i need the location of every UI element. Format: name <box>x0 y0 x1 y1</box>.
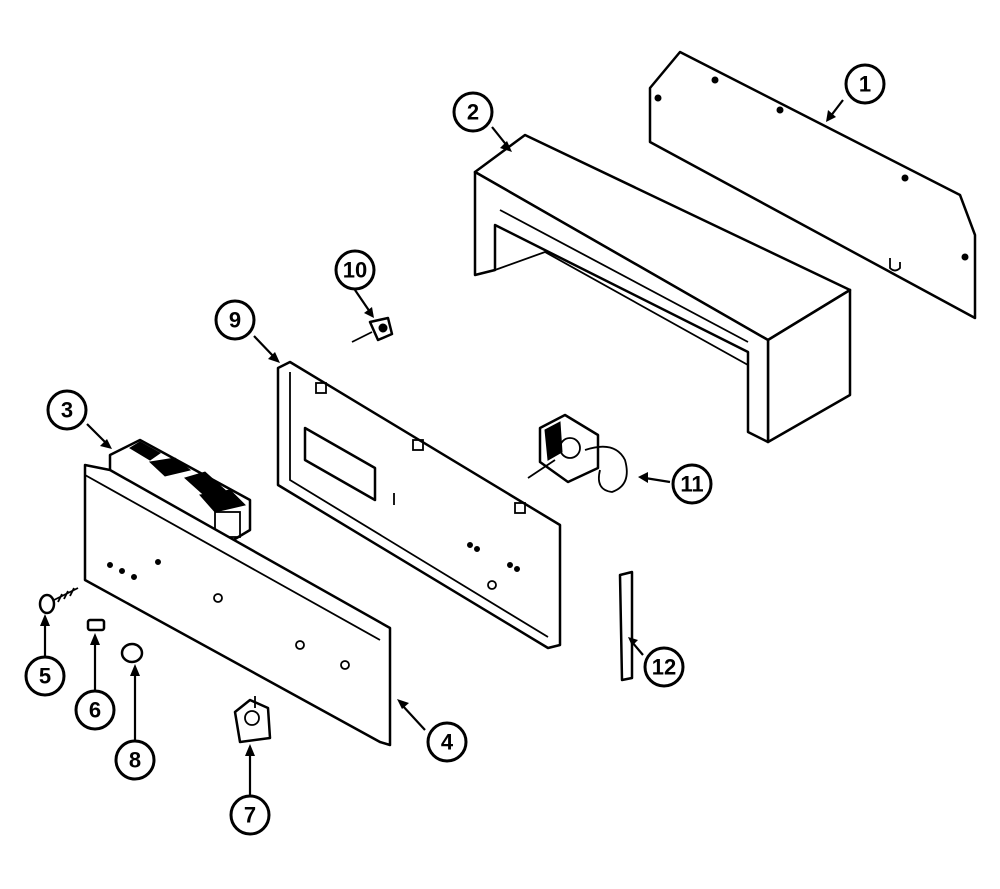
callout-4: 4 <box>426 721 468 763</box>
part-10-switch <box>351 316 394 343</box>
part-3-control-board <box>108 438 252 547</box>
callout-label: 12 <box>652 655 676 680</box>
callout-label: 1 <box>859 72 871 97</box>
part-12-trim-strip <box>618 570 634 682</box>
callout-label: 5 <box>39 664 51 689</box>
callout-label: 11 <box>680 472 703 497</box>
callout-10: 10 <box>334 249 376 291</box>
callout-12: 12 <box>643 646 685 688</box>
part-11-motor-assembly <box>527 413 628 493</box>
leader-lines <box>40 99 844 795</box>
callout-7: 7 <box>229 794 271 836</box>
callout-label: 7 <box>244 803 256 828</box>
part-2-control-housing <box>473 133 852 444</box>
callout-2: 2 <box>452 91 494 133</box>
callout-5: 5 <box>24 655 66 697</box>
part-6-clip <box>86 618 106 632</box>
callout-11: 11 <box>671 463 713 505</box>
callout-8: 8 <box>114 739 156 781</box>
part-8-button-cap <box>120 642 144 664</box>
callout-label: 9 <box>229 308 241 333</box>
callout-6: 6 <box>74 689 116 731</box>
part-1-rear-panel <box>648 50 977 320</box>
callout-label: 3 <box>61 398 73 423</box>
callout-label: 2 <box>467 100 479 125</box>
callout-label: 4 <box>441 730 454 755</box>
part-4-front-control-panel <box>83 463 392 747</box>
callout-1: 1 <box>844 63 886 105</box>
part-9-panel-back-plate <box>276 360 562 650</box>
callout-9: 9 <box>214 299 256 341</box>
callout-3: 3 <box>46 389 88 431</box>
part-5-screw <box>38 587 79 615</box>
part-7-knob <box>233 696 272 744</box>
callout-label: 10 <box>343 258 367 283</box>
callout-label: 8 <box>129 748 141 773</box>
callout-label: 6 <box>89 698 101 723</box>
